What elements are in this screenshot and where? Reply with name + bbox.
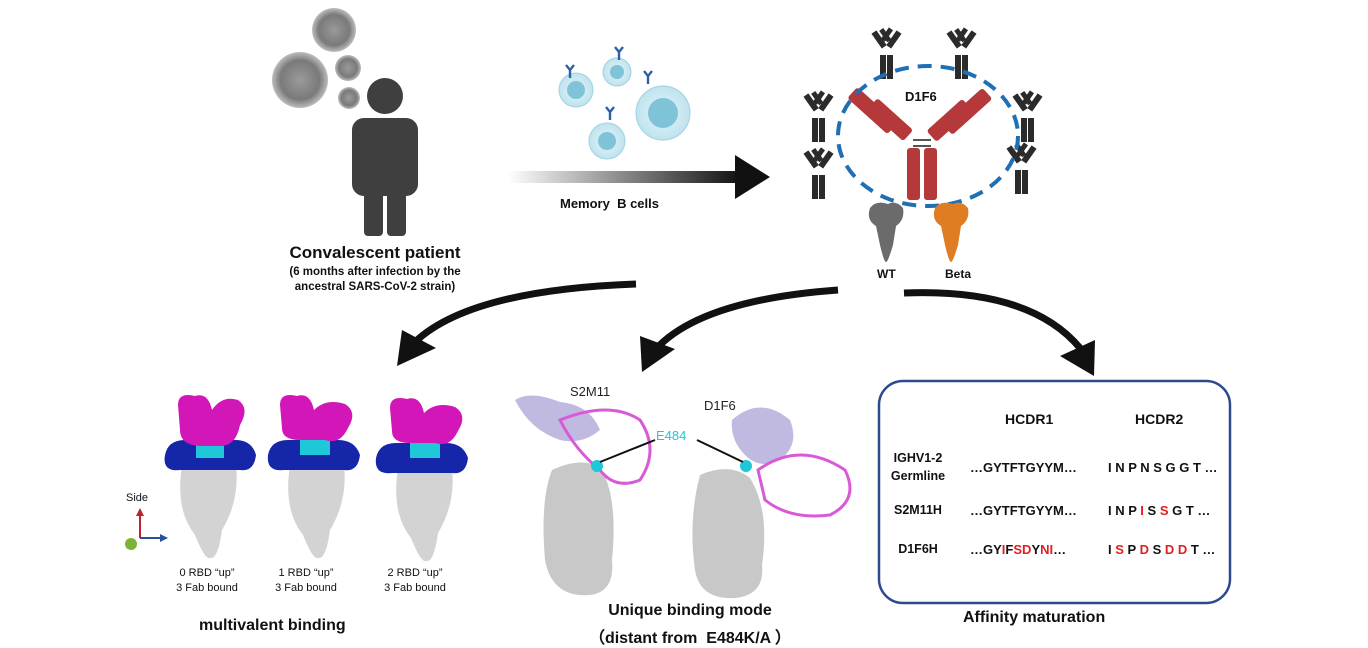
sequence-segment: …GYTFTGYYM… — [970, 503, 1077, 518]
structure-1-line2: 3 Fab bound — [275, 582, 337, 594]
sequence-segment: …GYTFTGYYM… — [970, 460, 1077, 475]
affinity-box — [877, 379, 1232, 605]
sequence-segment: Y — [1031, 542, 1041, 557]
sequence-segment: T … — [1187, 542, 1216, 557]
s2m11-structure — [515, 395, 652, 596]
row0-hcdr1: …GYTFTGYYM… — [970, 460, 1077, 475]
mutation-residue: S — [1159, 503, 1169, 518]
binding-caption-line2: （distant from E484K/A ） — [588, 630, 792, 647]
d1f6-label: D1F6 — [905, 89, 937, 104]
row0-hcdr2: I N P N S G G T … — [1108, 460, 1218, 475]
axis-indicator — [125, 508, 168, 550]
side-label: Side — [126, 492, 149, 504]
structure-2-line1: 2 RBD “up” — [387, 567, 443, 579]
d1f6-structure — [692, 407, 852, 599]
wt-spike — [868, 202, 904, 262]
sequence-segment: I N P N S G G T … — [1108, 460, 1218, 475]
d1f6-antibody — [848, 88, 992, 200]
beta-spike — [933, 202, 969, 262]
mutation-residue: D — [1139, 542, 1149, 557]
binding-caption-line1: Unique binding mode — [608, 602, 772, 619]
sequence-segment: …GY — [970, 542, 1002, 557]
sequence-segment: G T … — [1168, 503, 1211, 518]
sequence-segment: S — [1143, 503, 1160, 518]
hcdr2-header: HCDR2 — [1135, 411, 1184, 427]
row1-hcdr1: …GYTFTGYYM… — [970, 503, 1077, 518]
sequence-segment: F — [1005, 542, 1014, 557]
row0-name-line1: IGHV1-2 — [893, 451, 943, 465]
mutation-residue: I — [1140, 503, 1144, 518]
memory-b-cells-label: Memory B cells — [560, 196, 659, 211]
affinity-caption: Affinity maturation — [963, 609, 1106, 626]
sequence-segment: … — [1053, 542, 1067, 557]
row0-name-line2: Germline — [890, 469, 946, 483]
spike-structure-0 — [164, 395, 256, 559]
sequence-segment: I — [1108, 542, 1116, 557]
structure-2-line2: 3 Fab bound — [384, 582, 446, 594]
mutation-residue: S — [1115, 542, 1124, 557]
surrounding-antibodies — [803, 27, 1043, 199]
curved-arrow-middle — [640, 286, 839, 372]
patient-subtitle-line2: ancestral SARS-CoV-2 strain) — [294, 281, 456, 293]
curved-arrow-left — [397, 280, 637, 366]
sequence-segment: I N P — [1108, 503, 1141, 518]
structure-1-line1: 1 RBD “up” — [278, 567, 334, 579]
mutation-residue: NI — [1040, 542, 1054, 557]
virus-cluster — [272, 8, 361, 109]
row2-hcdr1: …GYIFSDYNI… — [970, 542, 1066, 557]
e484-label: E484 — [656, 428, 687, 443]
row1-name: S2M11H — [894, 503, 942, 517]
row2-name: D1F6H — [898, 542, 938, 556]
structure-0-line1: 0 RBD “up” — [179, 567, 235, 579]
d1f6-structure-label: D1F6 — [704, 398, 736, 413]
patient-title: Convalescent patient — [289, 243, 461, 262]
row2-hcdr2: I S P D S D D T … — [1108, 542, 1215, 557]
row1-hcdr2: I N P I S S G T … — [1108, 503, 1210, 518]
patient-figure — [352, 78, 418, 236]
structure-0-line2: 3 Fab bound — [176, 582, 238, 594]
wt-label: WT — [877, 267, 896, 281]
sequence-segment: S — [1148, 542, 1165, 557]
mutation-residue: SD — [1013, 542, 1032, 557]
e484-pointer-lines — [599, 439, 744, 463]
patient-subtitle-line1: (6 months after infection by the — [289, 266, 461, 278]
sequence-segment: P — [1123, 542, 1140, 557]
curved-arrow-right — [903, 289, 1095, 376]
b-cells — [558, 45, 691, 160]
memory-b-cells-arrow — [508, 155, 770, 199]
mutation-residue: I — [1001, 542, 1006, 557]
mutation-residue: D D — [1164, 542, 1188, 557]
multivalent-caption: multivalent binding — [199, 617, 346, 634]
s2m11-label: S2M11 — [570, 384, 611, 399]
beta-label: Beta — [945, 267, 972, 281]
spike-structure-1 — [267, 395, 360, 559]
hcdr1-header: HCDR1 — [1005, 411, 1054, 427]
d1f6-dashed-circle — [836, 64, 1020, 208]
spike-structure-2 — [375, 398, 468, 562]
